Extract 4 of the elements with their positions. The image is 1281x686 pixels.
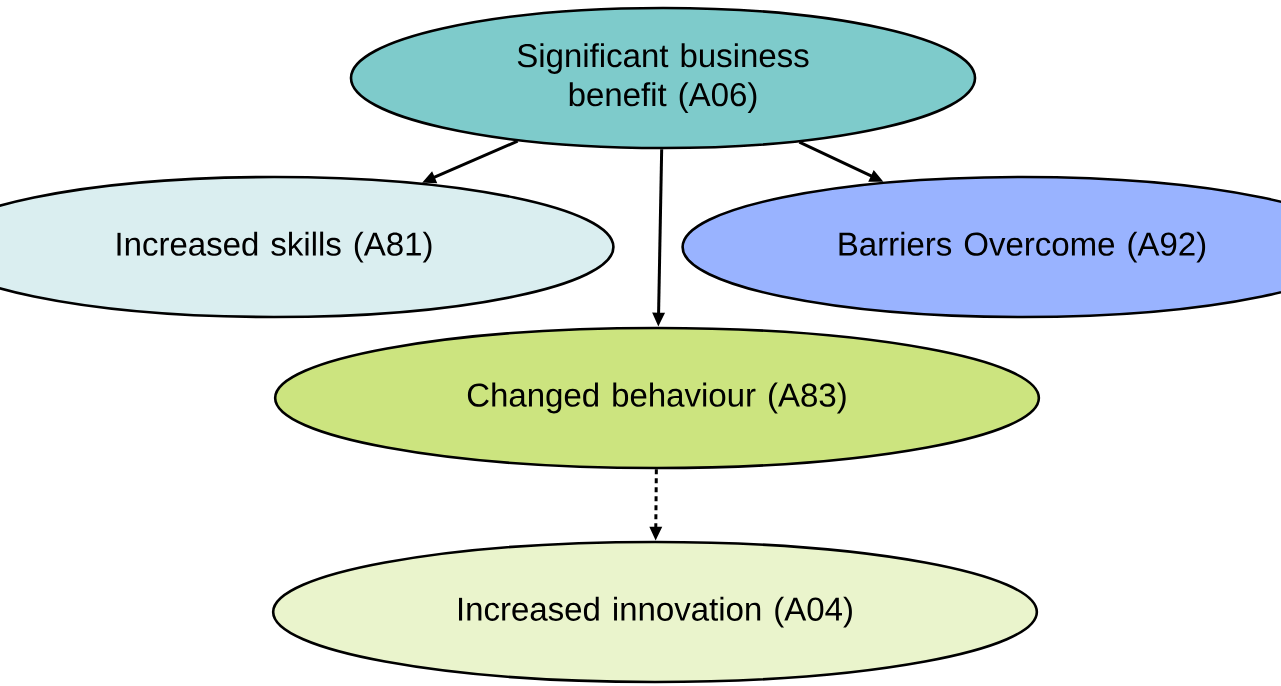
ellipse-node: Significant business benefit (A06) xyxy=(349,6,977,150)
ellipse-node: Barriers Overcome (A92) xyxy=(681,175,1281,319)
ellipse-node: Increased innovation (A04) xyxy=(271,540,1039,684)
ellipse-node: Changed behaviour (A83) xyxy=(273,326,1041,470)
